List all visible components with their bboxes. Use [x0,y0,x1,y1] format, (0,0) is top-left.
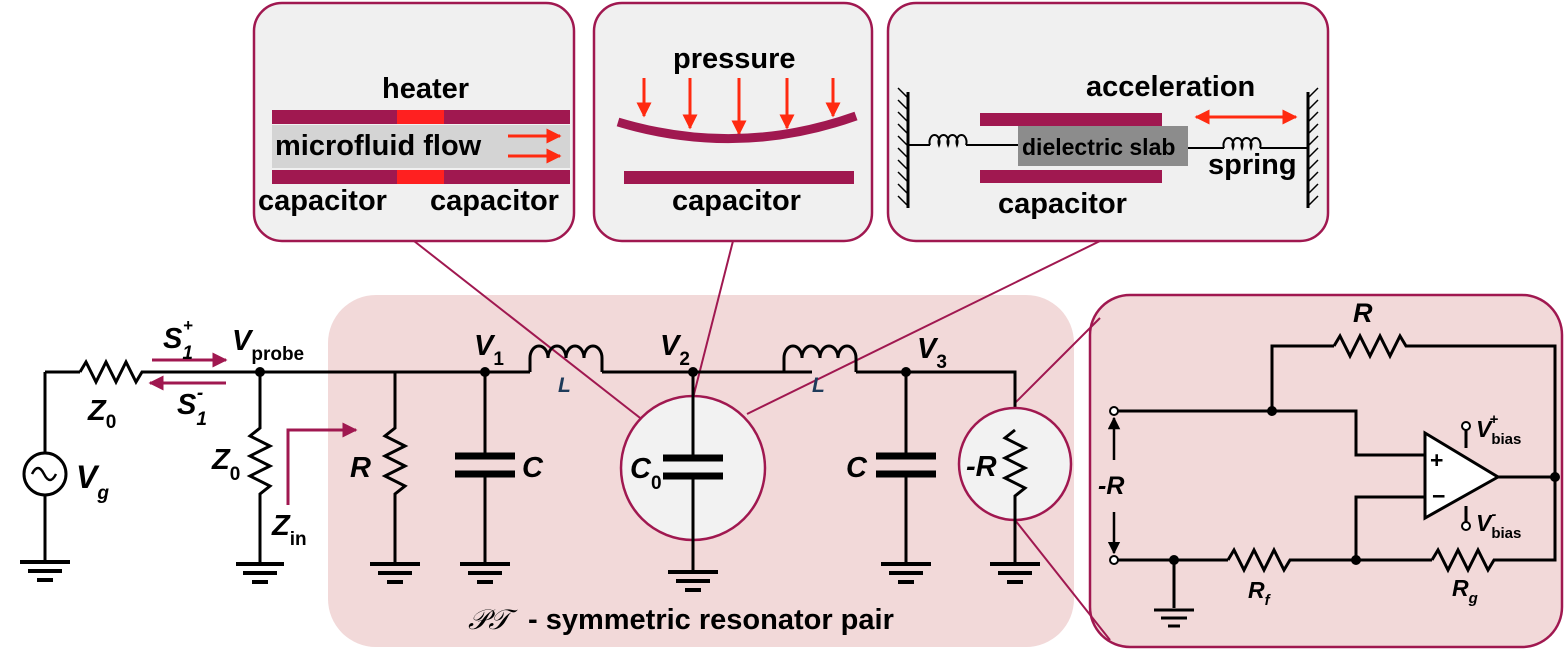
cap-plate-bottom [980,170,1162,183]
terminal-top [1109,406,1119,416]
caption-text: - symmetric resonator pair [528,604,894,636]
zin-arrow [286,422,358,505]
microfluid-flow-label: microfluid flow [275,130,482,162]
opamp-r-label: R [1353,298,1373,328]
vbias-neg-label: Vbias- [1476,506,1521,542]
junction-dot [1267,406,1277,416]
ground-symbol [20,560,70,582]
left-spring [908,134,1018,149]
flow-sensor-panel: heater microfluid flow capacitor capacit… [252,1,576,243]
leader-line-opamp-bottom [1014,519,1111,641]
bias-terminal-neg [1461,521,1471,531]
heater-label: heater [382,73,469,105]
opamp-inset-panel [1088,293,1564,649]
leader-line-flow [413,240,645,422]
r-label: R [350,452,371,484]
zin-label: Zin [271,510,307,550]
fixed-plate [624,171,854,184]
cap-plate-top [980,113,1162,126]
ground-symbol [236,562,284,584]
c-left-label: C [522,452,544,484]
pressure-sensor-panel: pressure capacitor [592,1,874,243]
right-wall-hatch [1307,87,1319,207]
c0-label: C0 [630,453,662,494]
ground-symbol [668,570,718,592]
rf-label: Rf [1248,577,1272,609]
right-spring [1188,137,1308,152]
inductor-right [782,344,858,372]
source-wire [43,370,80,560]
dielectric-slab-label: dielectric slab [1022,134,1175,160]
pressure-label: pressure [673,43,796,75]
z0-shunt-label: Z0 [211,444,240,485]
heater-bottom [397,170,444,184]
flow-channel [272,125,570,168]
opamp-minus-label: − [1432,483,1445,509]
v2-label: V2 [660,330,690,370]
z0-series-label: Z0 [87,395,116,433]
vg-label: Vg [76,459,109,504]
acceleration-label: acceleration [1086,71,1255,103]
capacitor-label: capacitor [998,188,1127,220]
v3-label: V3 [917,333,947,373]
s1-minus-label: S1- [177,383,207,430]
resistor-rf [1226,546,1296,574]
opamp-triangle [1423,430,1501,521]
flexible-membrane [616,111,858,144]
heater-top [397,110,444,124]
v1-label: V1 [474,330,504,370]
spring-label: spring [1208,149,1297,181]
accelerometer-panel: acceleration dielectric slab [886,1,1330,243]
sine-icon [30,466,58,482]
leader-line-opamp-top [1014,317,1101,404]
leader-line-accel [746,240,1101,415]
bias-terminal-pos [1461,421,1471,431]
inductor-left [528,344,604,372]
capacitor-label-right: capacitor [430,185,559,217]
s1-plus-label: S1+ [163,316,193,364]
feedback-resistor-r [1332,332,1412,360]
terminal-bottom [1109,555,1119,565]
left-wall-hatch [897,87,909,207]
c-right-label: C [846,452,868,484]
capacitor-label: capacitor [672,185,801,217]
junction-dot [1169,555,1179,565]
vbias-pos-label: Vbias+ [1476,411,1521,448]
node-v2 [688,367,698,377]
node-v3 [901,367,911,377]
shunt-resistor-r [381,372,409,562]
capacitor-label-left: capacitor [258,185,387,217]
dielectric-slab [1018,126,1188,166]
ground-symbol [990,562,1040,584]
inductor-left-label: L [558,374,571,397]
opamp-neg-r-label: -R [1098,472,1124,500]
inductor-right-label: L [812,374,825,397]
series-resistor-z0 [78,358,150,386]
rg-label: Rg [1452,575,1478,607]
resistor-rg [1430,546,1512,574]
ground-symbol [881,562,931,584]
node-v1 [480,367,490,377]
ground-symbol [1154,608,1194,628]
junction-dot [1351,555,1361,565]
node-vprobe [255,367,265,377]
neg-r-label: -R [966,451,997,483]
opamp-negative-resistor-circuit [1107,332,1560,628]
negative-resistor [1001,428,1029,562]
ground-symbol [460,562,510,584]
vprobe-label: Vprobe [232,325,304,365]
ground-symbol [370,562,420,584]
shunt-resistor-z0 [246,372,274,562]
junction-dot [1550,472,1560,482]
opamp-plus-label: + [1430,447,1443,473]
